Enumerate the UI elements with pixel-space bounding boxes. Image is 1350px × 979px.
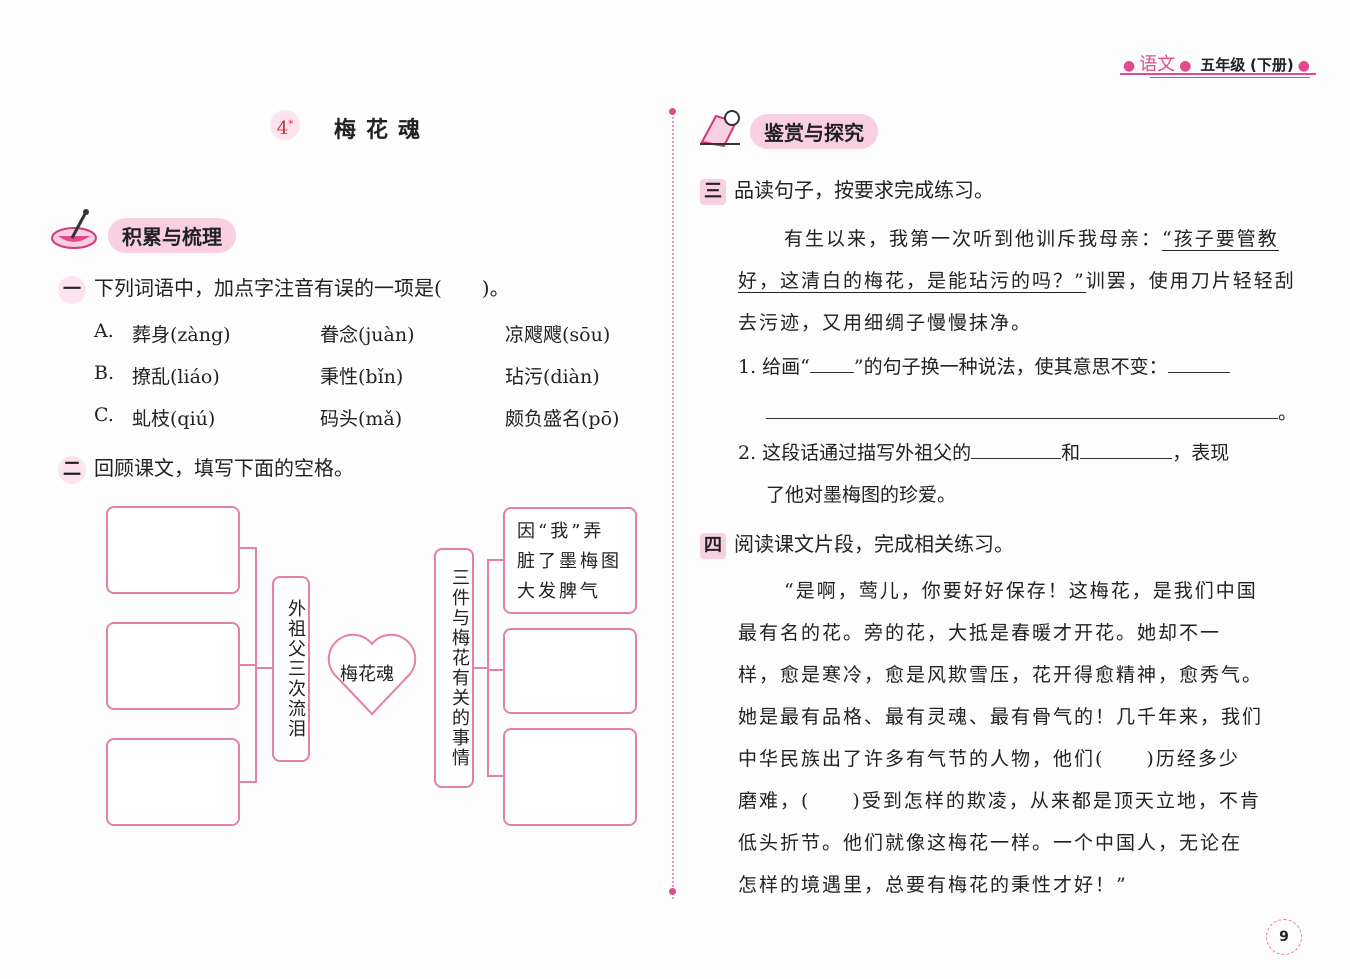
option-item: 撩乱(liáo) — [132, 366, 220, 388]
subject-label: 语文 — [1139, 54, 1176, 75]
answer-box[interactable] — [503, 628, 637, 714]
question-number: 二 — [58, 456, 86, 484]
pen-ink-icon — [51, 209, 97, 249]
question-number: 三 — [700, 179, 726, 205]
q3-sub2-cont: 了他对墨梅图的珍爱。 — [766, 484, 957, 506]
grade-label: 五年级 — [1200, 56, 1246, 74]
option-row-b: B. — [94, 362, 115, 384]
passage-line: 中华民族出了许多有气节的人物，他们( )历经多少 — [738, 748, 1240, 770]
answer-blank[interactable] — [1080, 458, 1173, 459]
option-item: 眷念(juàn) — [320, 324, 415, 346]
question-4: 四阅读课文片段，完成相关练习。 — [700, 528, 1014, 559]
option-row-a: A. — [94, 320, 114, 342]
answer-blank[interactable] — [1167, 372, 1230, 373]
page-divider — [672, 110, 674, 899]
answer-blank[interactable] — [766, 418, 1278, 419]
page-header: ●语文● 五年级 (下册)● — [1123, 54, 1310, 75]
q3-sub1: 1. 给画“”的句子换一种说法，使其意思不变： — [738, 352, 1230, 379]
answer-box[interactable] — [503, 728, 637, 826]
answer-box[interactable] — [106, 738, 240, 826]
passage-line: 怎样的境遇里，总要有梅花的秉性才好！” — [738, 874, 1128, 896]
passage-line: 样，愈是寒冷，愈是风欺雪压，花开得愈精神，愈秀气。 — [738, 664, 1264, 686]
question-text: 阅读课文片段，完成相关练习。 — [734, 532, 1014, 556]
q3-passage: 有生以来，我第一次听到他训斥我母亲：“孩子要管教好，这清白的梅花，是能玷污的吗？… — [738, 228, 1296, 334]
header-underline-2 — [1150, 77, 1310, 78]
question-number: 一 — [58, 276, 86, 304]
q3-sub1-line: 。 — [766, 398, 1297, 425]
answer-blank[interactable] — [971, 458, 1062, 459]
option-item: 秉性(bǐn) — [320, 366, 404, 388]
option-item: 颇负盛名(pō) — [505, 408, 620, 430]
question-number: 四 — [700, 533, 726, 559]
passage-line: 磨难，( )受到怎样的欺凌，从来都是顶天立地，不肯 — [738, 790, 1261, 812]
option-item: 凉飕飕(sōu) — [505, 324, 611, 346]
q4-passage: “是啊，莺儿，你要好好保存！这梅花，是我们中国 最有名的花。旁的花，大抵是春暖才… — [738, 570, 1298, 906]
option-row-c: C. — [94, 404, 114, 426]
option-item: 虬枝(qiú) — [132, 408, 216, 430]
diagram-connectors — [240, 547, 503, 783]
diagram-event-box: 因“我”弄脏了墨梅图大发脾气 — [503, 507, 637, 614]
passage-line: 最有名的花。旁的花，大抵是春暖才开花。她却不一 — [738, 622, 1222, 644]
underlined-sentence: “孩子要管教好，这清白的梅花，是能玷污的吗？” — [738, 228, 1279, 293]
header-underline — [1120, 73, 1316, 75]
divider-dot — [669, 888, 676, 895]
passage-line: 低头折节。他们就像这梅花一样。一个中国人，无论在 — [738, 832, 1243, 854]
question-3: 三品读句子，按要求完成练习。 — [700, 174, 994, 205]
option-item: 码头(mǎ) — [320, 408, 403, 430]
diagram-center-label: 梅花魂 — [340, 664, 394, 685]
question-2: 二回顾课文，填写下面的空格。 — [58, 452, 354, 484]
answer-box[interactable] — [106, 506, 240, 594]
section-title-right: 鉴赏与探究 — [750, 114, 878, 149]
diagram-left-label: 外祖父三次流泪 — [272, 576, 310, 762]
question-text: 品读句子，按要求完成练习。 — [734, 178, 994, 202]
passage-line: 她是最有品格、最有灵魂、最有骨气的！几千年来，我们 — [738, 706, 1264, 728]
q3-sub2: 2. 这段话通过描写外祖父的和，表现 — [738, 442, 1230, 464]
diagram-right-label: 三件与梅花有关的事情 — [434, 548, 474, 788]
section-title-left: 积累与梳理 — [108, 218, 236, 253]
question-text: 下列词语中，加点字注音有误的一项是( )。 — [94, 276, 510, 300]
page-number: 9 — [1266, 919, 1302, 955]
answer-box[interactable] — [106, 622, 240, 710]
volume-label: 下册 — [1256, 56, 1287, 74]
divider-dot — [669, 108, 676, 115]
option-item: 葬身(zàng) — [132, 324, 231, 346]
lesson-number: 4* — [270, 110, 300, 140]
option-item: 玷污(diàn) — [505, 366, 600, 388]
question-text: 回顾课文，填写下面的空格。 — [94, 456, 354, 480]
passage-line: “是啊，莺儿，你要好好保存！这梅花，是我们中国 — [784, 580, 1258, 602]
lesson-title: 梅花魂 — [334, 117, 431, 143]
question-1: 一下列词语中，加点字注音有误的一项是( )。 — [58, 272, 510, 304]
book-magnifier-icon — [700, 110, 740, 148]
